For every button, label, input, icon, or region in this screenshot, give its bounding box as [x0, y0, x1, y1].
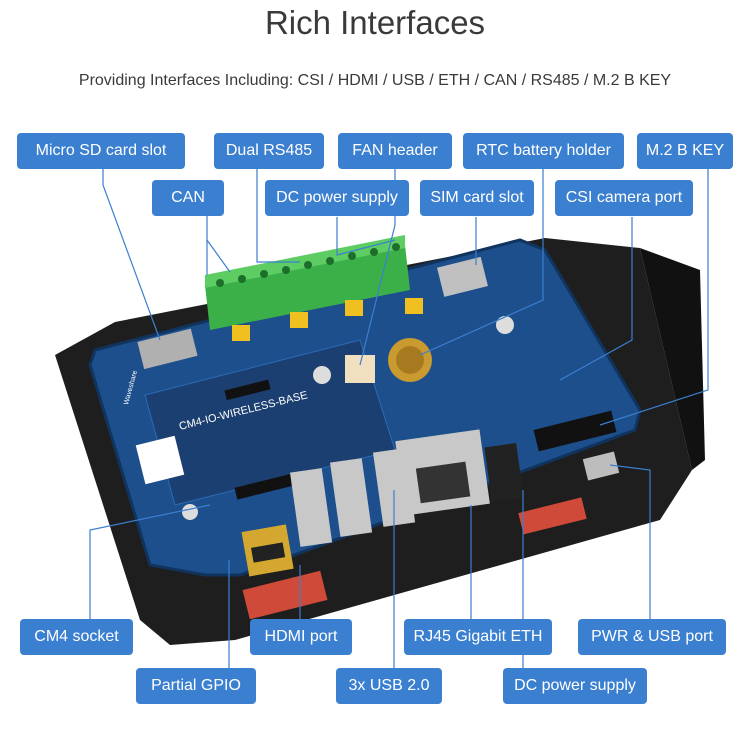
red-foot-left: [242, 570, 328, 620]
label-rtc-battery-holder: RTC battery holder: [463, 133, 624, 169]
sd-slot: [137, 328, 198, 370]
m2-slot: [533, 410, 617, 452]
usb-1: [290, 468, 333, 547]
label-dual-rs485: Dual RS485: [214, 133, 324, 169]
label-micro-sd-card-slot: Micro SD card slot: [17, 133, 185, 169]
line-cm4: [89, 504, 211, 620]
dc-jack: [484, 443, 524, 502]
line-m2: [599, 169, 709, 426]
label-rj45-gigabit-eth: RJ45 Gigabit ETH: [404, 619, 552, 655]
line-micro-sd: [102, 169, 161, 341]
label-cm4-socket: CM4 socket: [20, 619, 133, 655]
line-dc-top: [336, 217, 396, 256]
line-dual-rs485: [256, 169, 300, 263]
line-csi: [559, 217, 633, 381]
red-foot-right: [518, 497, 587, 535]
green-terminal-block: [205, 245, 410, 330]
usb-2: [330, 458, 373, 537]
line-rtc: [419, 169, 544, 356]
label-sim-card-slot: SIM card slot: [420, 180, 534, 216]
label-fan-header: FAN header: [338, 133, 452, 169]
usb-3: [373, 448, 416, 527]
label-can: CAN: [152, 180, 224, 216]
label-pwr-usb-port: PWR & USB port: [578, 619, 726, 655]
label-dc-power-supply-top: DC power supply: [265, 180, 409, 216]
label-3x-usb-2: 3x USB 2.0: [336, 668, 442, 704]
sim-slot: [437, 256, 488, 297]
label-csi-camera-port: CSI camera port: [555, 180, 693, 216]
line-pwr-usb: [609, 464, 651, 620]
label-hdmi-port: HDMI port: [250, 619, 352, 655]
page-title: Rich Interfaces: [264, 4, 486, 41]
label-m2-b-key: M.2 B KEY: [637, 133, 733, 169]
line-can: [206, 216, 231, 275]
page-subtitle: Providing Interfaces Including: CSI / HD…: [78, 72, 672, 89]
white-label: [135, 435, 185, 485]
label-partial-gpio: Partial GPIO: [136, 668, 256, 704]
label-dc-power-supply-bottom: DC power supply: [503, 668, 647, 704]
